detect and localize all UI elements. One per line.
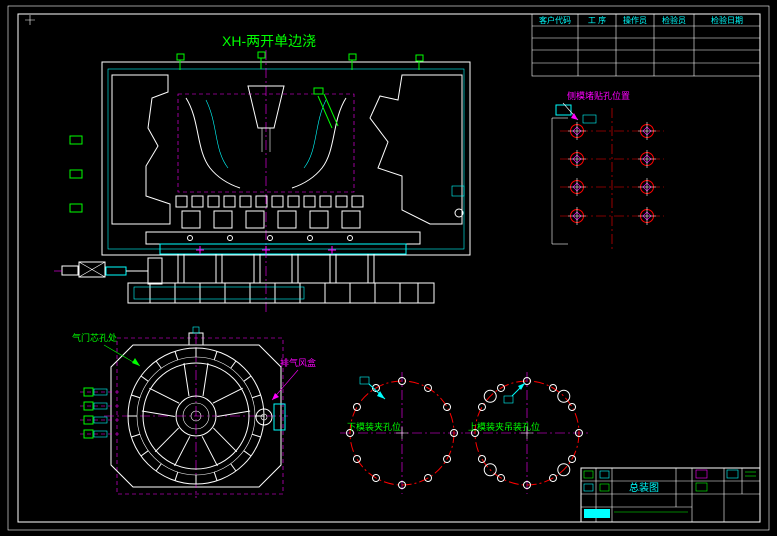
header-col-inspector: 检验员 <box>662 15 686 25</box>
slide-pin <box>313 87 339 129</box>
side-bolts <box>80 387 120 439</box>
bolt-circle <box>349 380 455 486</box>
wheel-spokes <box>141 362 251 467</box>
lower-clamp-view: 下模装夹孔位 <box>340 372 464 494</box>
hole-center-marks <box>196 246 336 254</box>
side-hole-detail-view: 侧模堵贴孔位置 <box>551 90 664 252</box>
support-posts <box>177 254 375 283</box>
lower-clamp-label: 下模装夹孔位 <box>347 421 401 432</box>
leader-arrowhead <box>518 383 525 390</box>
sheet-border <box>7 5 770 531</box>
header-col-process: 工 序 <box>588 15 606 25</box>
leader-arrowhead <box>377 391 385 399</box>
upper-clamp-label: 上模装夹吊装孔位 <box>468 421 540 432</box>
header-col-inspect-date: 检验日期 <box>711 15 743 25</box>
bolt-circle <box>474 380 580 486</box>
mold-block-outline <box>110 344 282 488</box>
cavity-outline <box>177 93 355 193</box>
tread-segments <box>175 195 364 241</box>
bolt-holes <box>346 377 458 489</box>
tire-sidewall-left <box>185 97 241 189</box>
wheel-detail-view <box>80 326 288 498</box>
upper-clamp-view: 上模装夹吊装孔位 <box>465 372 589 494</box>
assembly-drawing-label: 总装图 <box>629 481 659 494</box>
tire-sidewall-right <box>291 97 347 189</box>
side-mold-label: 侧模堵贴孔位置 <box>567 90 630 101</box>
revision-swatch <box>584 509 610 518</box>
header-col-customer-code: 客户代码 <box>539 15 571 25</box>
right-mold-plate <box>369 74 463 225</box>
base-plate-dividers <box>149 283 419 303</box>
datum-marks <box>69 135 83 213</box>
valve-core-label: 气门芯孔处 <box>72 332 117 343</box>
exhaust-box-annotation: 排气风盒 <box>271 357 316 401</box>
exhaust-box-label: 排气风盒 <box>280 357 316 368</box>
sprue <box>247 85 285 129</box>
leader-arrowhead <box>272 393 279 400</box>
drawing-title: XH-两开单边浇 <box>222 33 316 49</box>
injector-nozzle <box>54 257 163 285</box>
bolt-holes <box>471 377 583 489</box>
left-mold-plate <box>111 74 171 225</box>
corner-mark <box>25 15 35 25</box>
header-col-operator: 操作员 <box>623 15 647 25</box>
side-port <box>454 208 464 218</box>
plug-holes <box>568 122 656 225</box>
rim-ticks <box>128 348 264 484</box>
main-assembly-view <box>54 50 471 314</box>
section-cut-marks <box>176 51 424 70</box>
title-block: 总装图 <box>580 467 761 523</box>
exhaust-box-port <box>255 408 273 426</box>
leader-arrowhead <box>132 358 140 366</box>
leader-arrowhead <box>571 113 578 120</box>
valve-core-annotation: 气门芯孔处 <box>72 332 141 367</box>
header-table: 客户代码 工 序 操作员 检验员 检验日期 <box>531 13 761 77</box>
base-plate <box>127 282 435 304</box>
lower-ring-insert <box>159 243 407 255</box>
